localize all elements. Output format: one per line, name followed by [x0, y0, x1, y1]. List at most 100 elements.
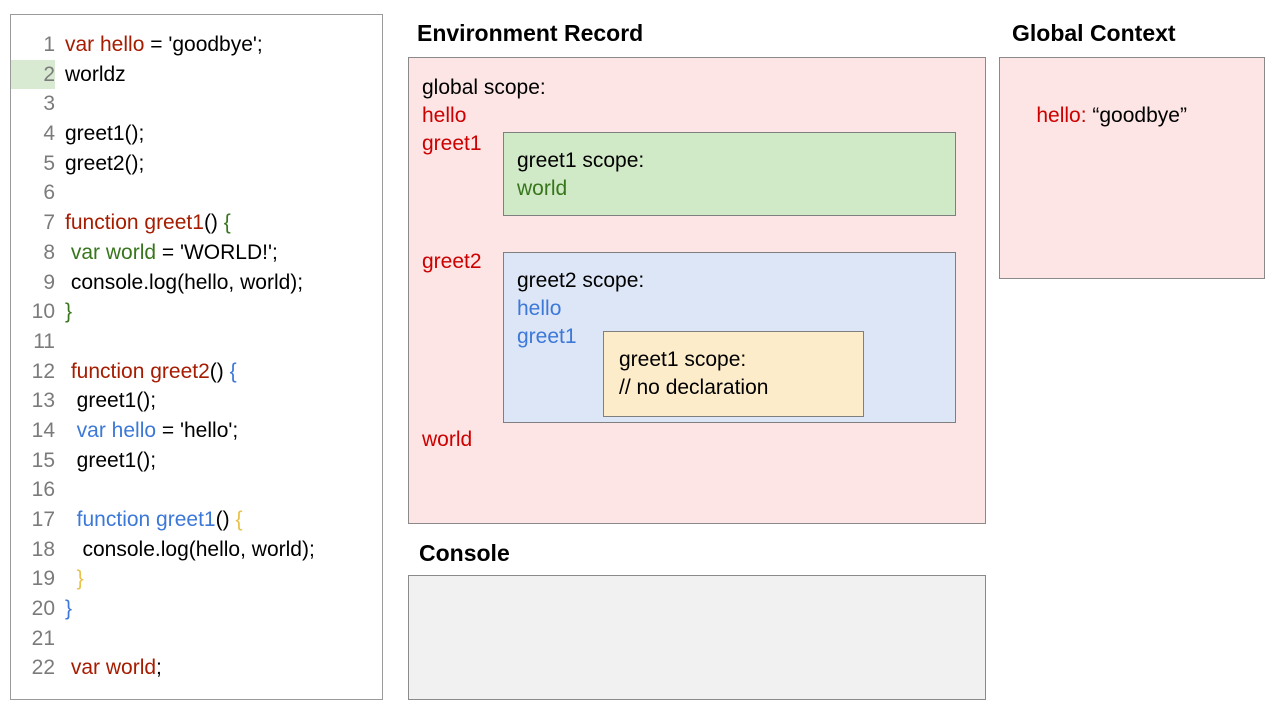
code-line[interactable]: 22 var world; [11, 653, 382, 683]
code-line[interactable]: 21 [11, 624, 382, 654]
code-token: = 'goodbye'; [144, 33, 263, 56]
global-context-entry-value: “goodbye” [1086, 104, 1187, 127]
code-token [65, 567, 77, 590]
code-token: ; [156, 656, 162, 680]
global-binding-greet1: greet1 [422, 132, 482, 155]
code-line-text: worldz [55, 60, 126, 90]
code-line[interactable]: 11 [11, 327, 382, 357]
code-line[interactable]: 16 [11, 475, 382, 505]
code-line-text: var hello = 'goodbye'; [55, 30, 263, 60]
code-line-text: var hello = 'hello'; [55, 416, 239, 446]
code-token: function greet1 [76, 508, 216, 531]
code-line-text: } [55, 297, 72, 327]
line-number: 4 [43, 122, 55, 146]
line-number: 7 [43, 211, 55, 235]
inner-greet1-scope-title: greet1 scope: [619, 348, 747, 371]
code-token: greet1(); [65, 448, 157, 472]
code-line-text: console.log(hello, world); [55, 535, 315, 565]
code-line-text: function greet1() { [55, 505, 243, 535]
code-token [65, 508, 77, 531]
line-number: 12 [31, 359, 55, 383]
console-panel[interactable] [408, 575, 986, 700]
code-line-text: } [55, 564, 84, 594]
line-number: 20 [31, 597, 55, 621]
code-line[interactable]: 14 var hello = 'hello'; [11, 416, 382, 446]
code-token: var hello [65, 33, 145, 56]
global-context-panel: hello: “goodbye” [999, 57, 1265, 279]
code-line[interactable]: 9 console.log(hello, world); [11, 268, 382, 298]
line-number: 1 [43, 33, 55, 56]
code-line[interactable]: 15 greet1(); [11, 446, 382, 476]
line-number: 21 [31, 626, 55, 650]
code-token: var world [70, 240, 157, 264]
greet2-scope-binding-hello: hello [517, 297, 562, 320]
code-token: = 'hello'; [156, 418, 239, 442]
code-token: console.log(hello, world); [65, 270, 304, 294]
code-line-text: function greet1() { [55, 208, 231, 238]
console-heading: Console [419, 540, 510, 566]
code-token: } [65, 300, 73, 324]
code-line[interactable]: 12 function greet2() { [11, 357, 382, 387]
greet2-scope-box: greet2 scope: hello greet1 greet1 scope:… [503, 252, 956, 423]
line-number: 14 [31, 418, 55, 442]
code-line[interactable]: 3 [11, 89, 382, 119]
code-line[interactable]: 10} [11, 297, 382, 327]
global-scope-title: global scope: [422, 76, 546, 99]
code-token: } [65, 597, 73, 621]
line-number: 17 [31, 508, 55, 531]
line-number: 3 [43, 92, 55, 116]
code-token: function greet2 [70, 359, 210, 383]
code-token: { [235, 508, 243, 531]
global-binding-world: world [422, 428, 473, 451]
code-line[interactable]: 8 var world = 'WORLD!'; [11, 238, 382, 268]
code-token [65, 419, 77, 442]
greet1-scope-title: greet1 scope: [517, 149, 645, 172]
code-token: } [76, 567, 84, 591]
code-token: () [203, 211, 224, 235]
code-line-text: greet1(); [55, 386, 156, 416]
code-token: var world [70, 656, 157, 680]
code-line-text: greet1(); [55, 119, 144, 149]
code-token: console.log(hello, world); [65, 537, 315, 561]
code-line[interactable]: 6 [11, 178, 382, 208]
line-number: 6 [43, 181, 55, 205]
line-number: 18 [31, 537, 55, 561]
code-token: function greet1 [65, 211, 204, 235]
code-line-text: function greet2() { [55, 357, 237, 387]
global-binding-greet2: greet2 [422, 250, 482, 273]
environment-record-heading: Environment Record [417, 20, 644, 46]
code-line[interactable]: 17 function greet1() { [11, 505, 382, 535]
inner-greet1-scope-box: greet1 scope: // no declaration [603, 331, 864, 417]
code-token: worldz [65, 62, 126, 86]
inner-greet1-scope-note: // no declaration [619, 376, 769, 399]
global-context-heading: Global Context [1012, 20, 1176, 46]
global-context-entry: hello: “goodbye” [1013, 74, 1187, 158]
line-number: 9 [43, 270, 55, 294]
environment-record-panel: global scope: hello greet1 greet2 world … [408, 57, 986, 524]
line-number: 5 [43, 151, 55, 175]
code-line-text: var world; [55, 653, 162, 683]
code-line-text: } [55, 594, 72, 624]
code-line[interactable]: 13 greet1(); [11, 386, 382, 416]
code-token: () [215, 508, 236, 531]
code-line[interactable]: 2 worldz [11, 59, 382, 90]
greet1-scope-box: greet1 scope: world [503, 132, 956, 216]
line-number: 13 [31, 389, 55, 413]
code-line-text: greet2(); [55, 149, 144, 179]
code-line[interactable]: 19 } [11, 564, 382, 594]
line-number: 16 [31, 478, 55, 502]
greet2-scope-title: greet2 scope: [517, 269, 645, 292]
code-token: = 'WORLD!'; [156, 240, 278, 264]
code-line[interactable]: 18 console.log(hello, world); [11, 535, 382, 565]
code-token: { [229, 359, 237, 383]
code-line[interactable]: 20} [11, 594, 382, 624]
code-line-text: greet1(); [55, 446, 156, 476]
greet1-scope-binding-world: world [517, 177, 568, 200]
line-number: 2 [11, 59, 55, 90]
